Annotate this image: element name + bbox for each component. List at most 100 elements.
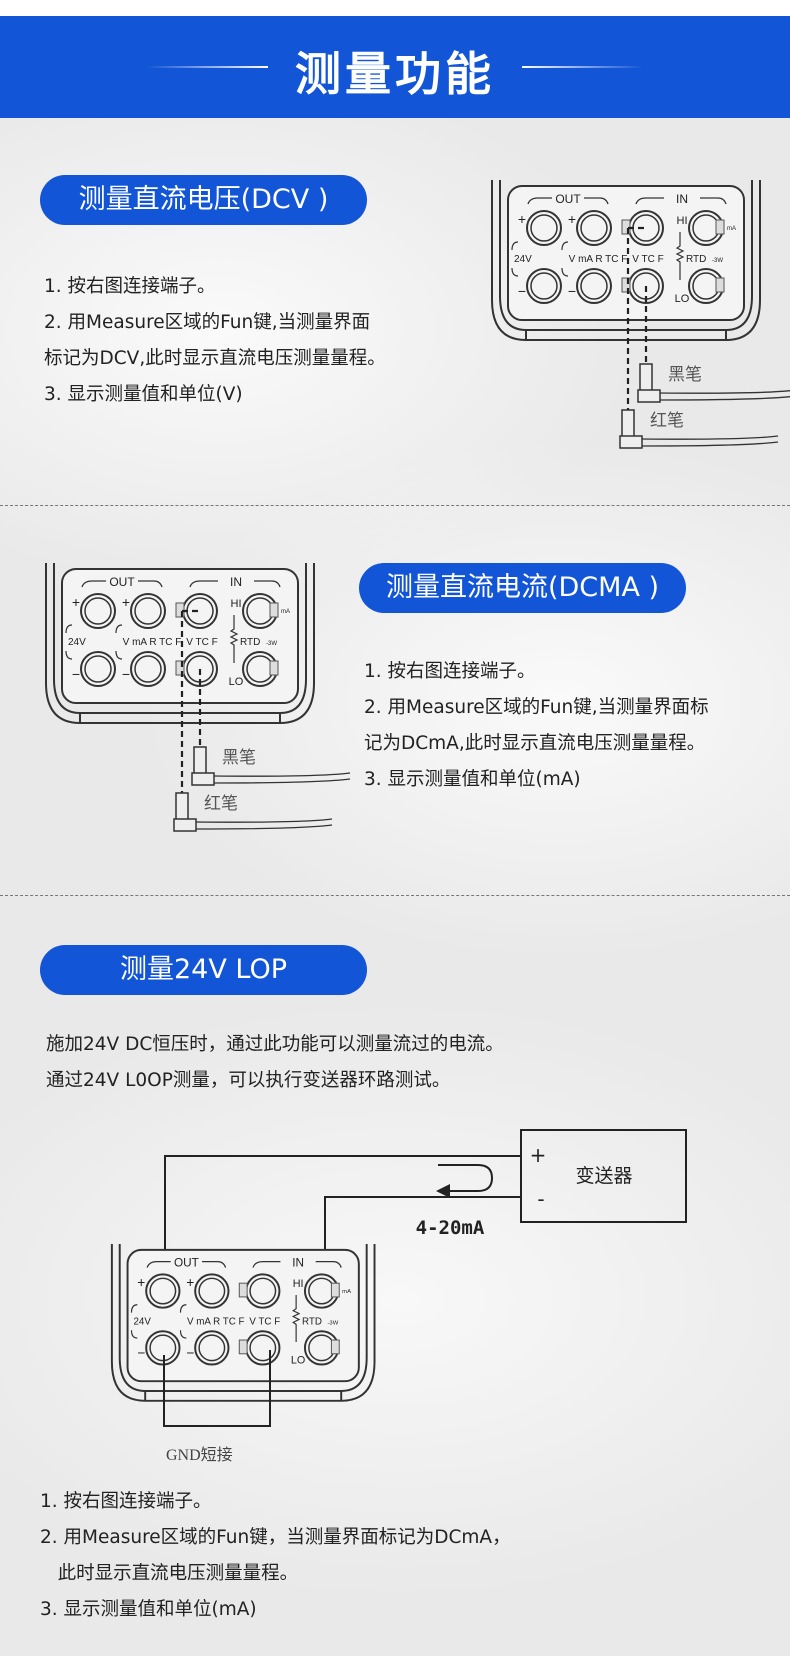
- loop-instructions: 1. 按右图连接端子。 2. 用Measure区域的Fun键，当测量界面标记为D…: [40, 1484, 511, 1628]
- rtd-suffix-label: -3W: [266, 641, 277, 647]
- plus-sign: +: [186, 1275, 194, 1290]
- instruction-line: 1. 按右图连接端子。: [364, 661, 536, 682]
- terminal-jack-inner: [530, 214, 558, 242]
- current-range-label: 4-20mA: [416, 1217, 485, 1239]
- ma-label: mA: [281, 609, 290, 615]
- out-bracket: [527, 197, 609, 205]
- black-probe-label: 黑笔: [222, 748, 256, 767]
- 24v-label: 24V: [68, 637, 86, 648]
- transmitter-plus: +: [530, 1143, 547, 1167]
- black-probe-icon-cable: [659, 390, 790, 401]
- out-modes-label: V mA R TC F: [569, 254, 628, 265]
- out-label: OUT: [109, 575, 135, 589]
- transmitter-label: 变送器: [575, 1165, 632, 1187]
- terminal-jack-inner: [198, 1277, 226, 1305]
- red-probe-icon-cable: [195, 818, 333, 830]
- ma-label: mA: [727, 226, 736, 232]
- instruction-line: 3. 显示测量值和单位(mA): [40, 1599, 257, 1620]
- instruction-line: 2. 用Measure区域的Fun键，当测量界面标记为DCmA，: [40, 1527, 511, 1548]
- polarity-bracket: [511, 241, 569, 277]
- plus-sign: +: [518, 211, 526, 227]
- rtd-label: RTD: [240, 637, 260, 648]
- out-bracket: [146, 1261, 227, 1268]
- in-modes-label: V TC F: [632, 254, 663, 265]
- section-divider: [0, 895, 790, 896]
- instruction-line: 2. 用Measure区域的Fun键,当测量界面: [44, 312, 371, 333]
- terminal-jack: [194, 1330, 230, 1366]
- in-bracket: [252, 1261, 342, 1268]
- instruction-line: 2. 用Measure区域的Fun键,当测量界面标: [364, 697, 709, 718]
- polarity-bracket: [130, 1304, 187, 1339]
- top-margin: [0, 0, 790, 16]
- terminal-jack-inner: [84, 597, 112, 625]
- terminal-tab: [269, 660, 279, 676]
- in-bracket: [635, 197, 727, 205]
- transmitter-box: [520, 1129, 687, 1223]
- rtd-label: RTD: [686, 254, 706, 265]
- terminal-tab: [330, 1282, 340, 1298]
- transmitter-minus: -: [537, 1187, 544, 1211]
- terminal-jack-inner: [134, 655, 162, 683]
- intro-line: 通过24V L0OP测量，可以执行变送器环路测试。: [46, 1070, 451, 1091]
- red-probe-icon-cable: [641, 435, 779, 447]
- instruction-line: 记为DCmA,此时显示直流电压测量量程。: [364, 733, 706, 754]
- instruction-line: 此时显示直流电压测量量程。: [40, 1563, 299, 1584]
- hi-label: HI: [231, 598, 242, 610]
- terminal-jack: [245, 1273, 281, 1309]
- red-probe-lead: [626, 226, 646, 410]
- section-divider: [0, 505, 790, 506]
- dcv-instructions: 1. 按右图连接端子。 2. 用Measure区域的Fun键,当测量界面 标记为…: [44, 269, 386, 413]
- terminal-jack: [576, 210, 612, 246]
- terminal-jack: [526, 210, 562, 246]
- black-probe-icon-plug: [191, 772, 215, 786]
- instruction-line: 标记为DCV,此时显示直流电压测量量程。: [44, 348, 386, 369]
- ma-label: mA: [342, 1289, 351, 1295]
- terminal-jack-inner: [134, 597, 162, 625]
- terminal-panel: [126, 1248, 360, 1383]
- device-inner-frame: [499, 180, 753, 331]
- minus-sign: −: [137, 1346, 145, 1361]
- rtd-suffix-label: -3W: [327, 1320, 338, 1326]
- in-modes-label: V TC F: [249, 1316, 280, 1327]
- 24v-label: 24V: [133, 1316, 151, 1327]
- out-modes-label: V mA R TC F: [187, 1316, 245, 1327]
- in-label: IN: [676, 192, 688, 206]
- out-label: OUT: [555, 192, 581, 206]
- terminal-jack: [145, 1273, 181, 1309]
- hi-label: HI: [293, 1278, 304, 1290]
- terminal-jack-inner: [149, 1334, 177, 1362]
- terminal-tab: [715, 277, 725, 293]
- minus-sign: −: [186, 1346, 194, 1361]
- header-line-right: [522, 66, 644, 68]
- instruction-line: 1. 按右图连接端子。: [40, 1491, 212, 1512]
- red-probe-lead: [180, 609, 200, 793]
- gnd-short-wire: [163, 1350, 271, 1427]
- out-label: OUT: [174, 1257, 199, 1270]
- page-title: 测量功能: [295, 47, 495, 101]
- instruction-line: 3. 显示测量值和单位(mA): [364, 769, 581, 790]
- lo-label: LO: [291, 1355, 305, 1367]
- gnd-short-label: GND短接: [166, 1446, 233, 1464]
- section-title-dcv: 测量直流电压(DCV ): [40, 175, 367, 225]
- red-probe-label: 红笔: [204, 794, 238, 813]
- polarity-bracket: [65, 624, 123, 660]
- rtd-suffix-label: -3W: [712, 258, 723, 264]
- dcma-instructions: 1. 按右图连接端子。 2. 用Measure区域的Fun键,当测量界面标 记为…: [364, 654, 709, 798]
- intro-line: 施加24V DC恒压时，通过此功能可以测量流过的电流。: [46, 1034, 504, 1055]
- out-bracket: [81, 580, 163, 588]
- terminal-tab: [238, 1282, 248, 1298]
- loop-intro: 施加24V DC恒压时，通过此功能可以测量流过的电流。 通过24V L0OP测量…: [46, 1027, 504, 1099]
- current-flow-arrow: [438, 1164, 494, 1192]
- terminal-tab: [269, 602, 279, 618]
- black-probe-icon-plug: [637, 389, 661, 403]
- section-title-24v-loop: 测量24V LOP: [40, 945, 367, 995]
- resistor-icon: [229, 615, 239, 663]
- terminal-panel: [61, 568, 299, 704]
- terminal-jack: [245, 1330, 281, 1366]
- terminal-jack-inner: [580, 214, 608, 242]
- red-probe-label: 红笔: [650, 411, 684, 430]
